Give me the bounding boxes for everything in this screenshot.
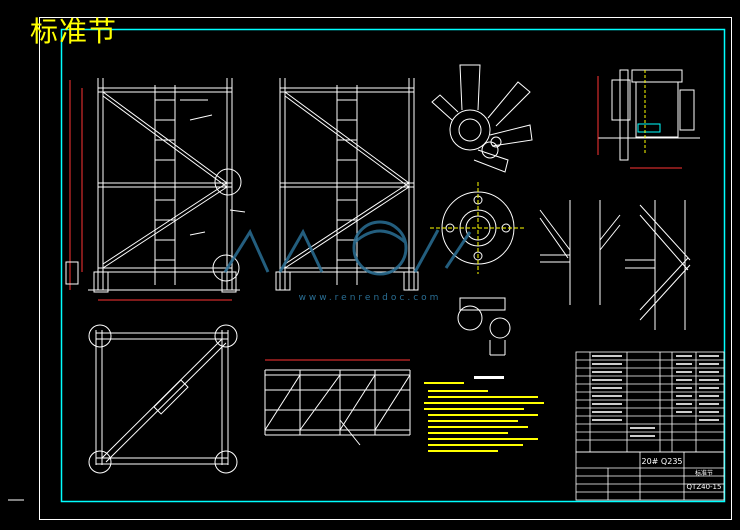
inner-frame [60,28,726,503]
outer-border [39,17,732,520]
bb-accent-box [637,123,661,133]
detail-bb-section [597,69,700,169]
front-elevation-2 [275,78,419,291]
tag-box-1 [65,261,79,285]
notes-heading-mark [474,376,504,379]
title-block [575,451,725,501]
plan-view [88,324,238,474]
flange-detail [430,182,526,274]
watermark-text: www.renrendoc.com [299,293,442,303]
detail-dd [457,297,511,356]
parts-list [575,351,725,453]
material-label: 20# Q235 [642,457,683,466]
detail-b-section [431,64,533,173]
ladder-elevation [264,359,411,446]
parts-list-entries [592,355,719,437]
technical-notes [424,382,544,452]
front-elevation-1 [69,78,246,301]
connection-detail-2 [625,200,691,330]
overlay-title: 标准节 [30,15,118,48]
part-name: 标准节 [695,469,713,477]
connection-detail-1 [539,200,621,305]
drawing-number: QTZ40-15 [687,483,722,491]
watermark-logo [223,220,472,276]
